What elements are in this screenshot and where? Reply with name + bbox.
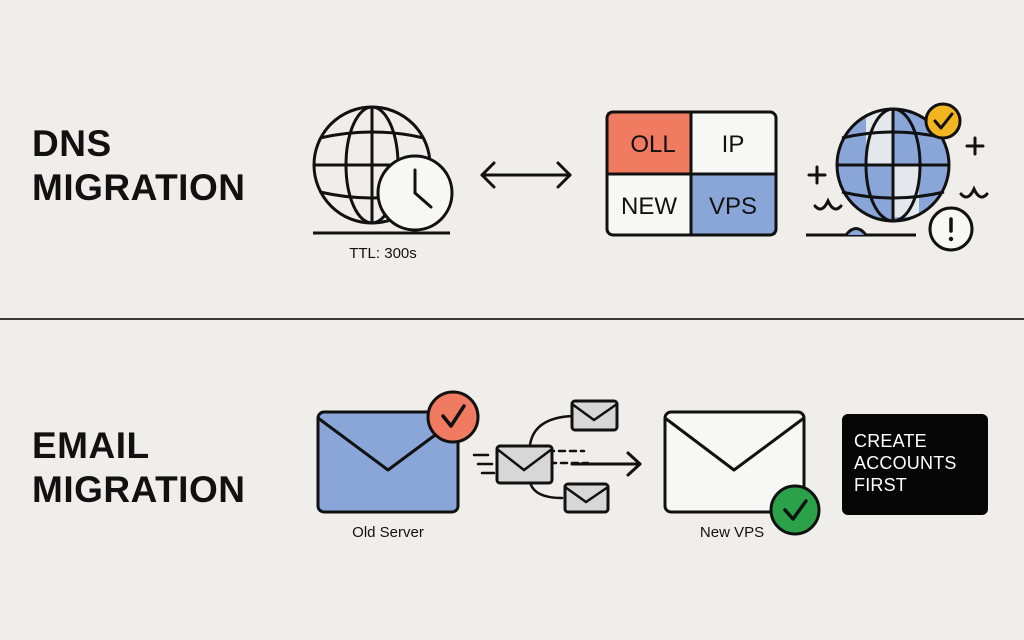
alert-icon bbox=[928, 206, 974, 252]
dns-section: DNS MIGRATION bbox=[0, 0, 1024, 318]
ip-grid-cell-new bbox=[607, 174, 691, 235]
ip-grid-label-new: NEW bbox=[621, 193, 677, 220]
clock-icon bbox=[376, 154, 454, 232]
ip-grid: OLL IP NEW VPS bbox=[605, 110, 778, 237]
ip-grid-label-vps: VPS bbox=[709, 193, 757, 220]
create-accounts-callout: CREATE ACCOUNTS FIRST bbox=[842, 414, 988, 515]
callout-line-3: FIRST bbox=[854, 475, 907, 495]
plus-icon bbox=[807, 136, 989, 211]
dns-heading-line-2: MIGRATION bbox=[32, 167, 246, 208]
dns-heading: DNS MIGRATION bbox=[32, 122, 245, 210]
check-icon bbox=[426, 390, 480, 444]
double-arrow-icon bbox=[480, 161, 572, 189]
old-server-label: Old Server bbox=[352, 524, 424, 541]
ip-grid-label-oll: OLL bbox=[630, 131, 675, 158]
email-heading: EMAIL MIGRATION bbox=[32, 424, 245, 512]
ip-grid-label-ip: IP bbox=[722, 131, 745, 158]
email-section: EMAIL MIGRATION bbox=[0, 320, 1024, 640]
ttl-label: TTL: 300s bbox=[349, 245, 417, 262]
dns-heading-line-1: DNS bbox=[32, 123, 112, 164]
flying-envelopes-icon bbox=[472, 399, 619, 514]
new-server-label: New VPS bbox=[699, 524, 765, 541]
new-envelope-icon bbox=[663, 410, 806, 514]
callout-line-1: CREATE bbox=[854, 431, 927, 451]
dns-illustration: OLL IP NEW VPS bbox=[312, 102, 989, 252]
email-illustration bbox=[316, 390, 821, 536]
ground-line bbox=[806, 227, 916, 237]
arrow-right-icon bbox=[570, 451, 642, 477]
new-check-icon bbox=[769, 484, 821, 536]
section-divider bbox=[0, 318, 1024, 320]
ip-grid-cell-ip bbox=[691, 112, 776, 174]
ip-grid-cell-oll bbox=[607, 112, 691, 174]
globe-check-icon bbox=[835, 102, 962, 223]
email-heading-line-1: EMAIL bbox=[32, 425, 150, 466]
ip-grid-cell-vps bbox=[691, 174, 776, 235]
email-heading-line-2: MIGRATION bbox=[32, 469, 246, 510]
callout-line-2: ACCOUNTS bbox=[854, 453, 957, 473]
